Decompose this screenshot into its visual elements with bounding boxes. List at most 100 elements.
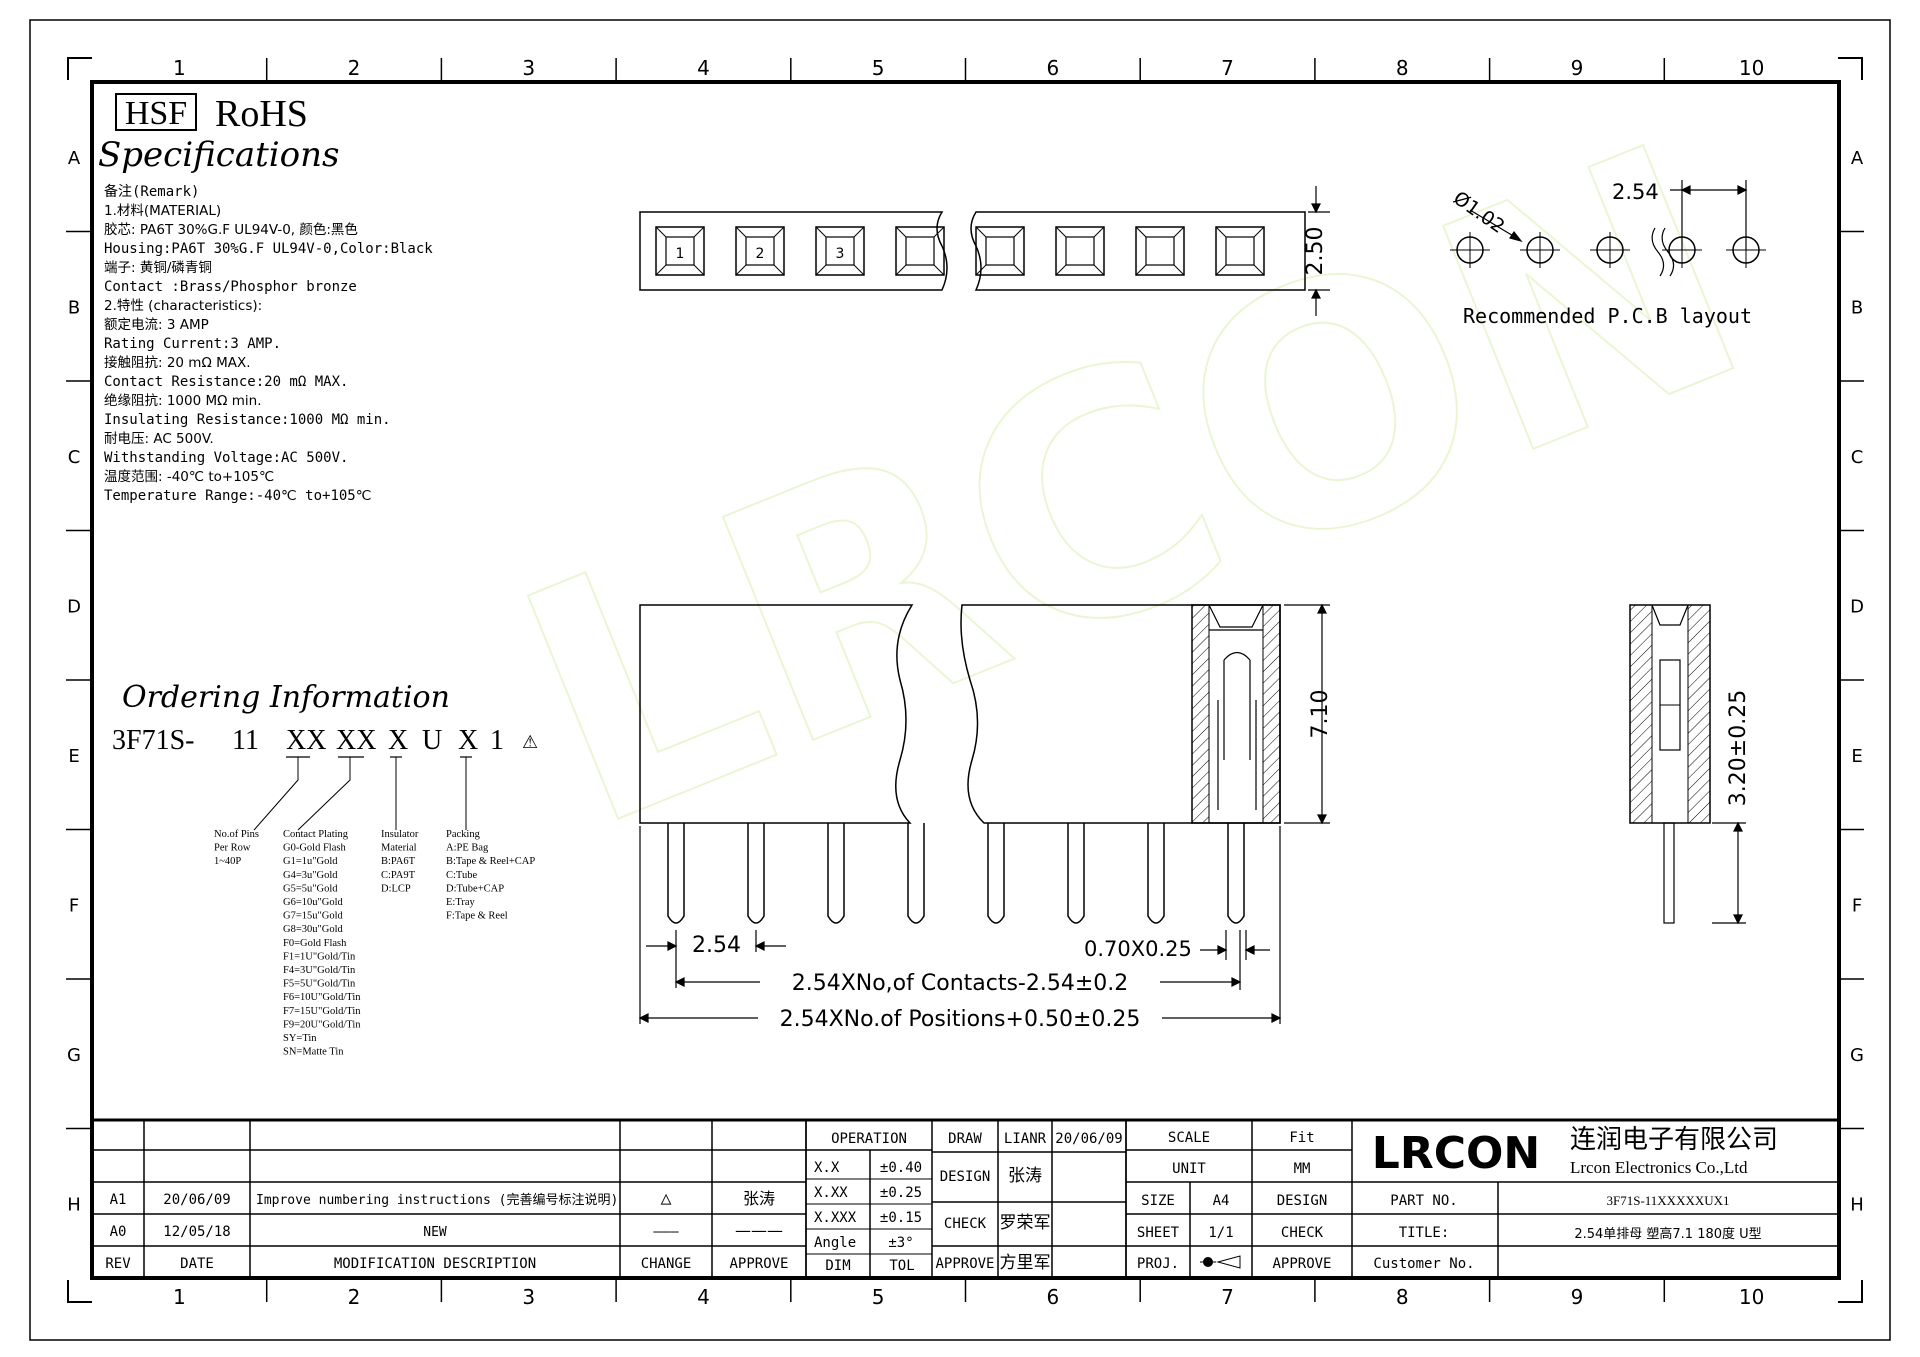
- row-label-right: B: [1851, 297, 1863, 318]
- spec-line: Contact Resistance:20 mΩ MAX.: [104, 374, 348, 390]
- column-label-top: 5: [872, 56, 885, 80]
- spec-line: 温度范围: -40℃ to+105℃: [104, 469, 274, 485]
- watermark-text: LRCON: [475, 73, 1790, 902]
- title-block-text: PROJ.: [1137, 1256, 1179, 1272]
- top-cavity-inner: [1065, 236, 1095, 266]
- order-code-part: X: [458, 725, 478, 756]
- top-cavity: [1215, 226, 1265, 276]
- front-pin: [827, 823, 845, 924]
- title-block-text: DATE: [180, 1256, 214, 1272]
- title-block-text: SCALE: [1168, 1130, 1210, 1146]
- order-option: B:PA6T: [381, 856, 416, 867]
- top-cavity: [895, 226, 945, 276]
- top-cavity-chamfer: [1093, 264, 1105, 276]
- title-block-text: 张涛: [743, 1189, 775, 1208]
- top-cavity-chamfer: [895, 264, 907, 276]
- front-pin: [667, 823, 685, 924]
- column-label-bottom: 3: [522, 1285, 535, 1309]
- front-positions-dim: 2.54XNo.of Positions+0.50±0.25: [780, 1007, 1141, 1032]
- spec-list: 备注(Remark)1.材料(MATERIAL)胶芯: PA6T 30%G.F …: [104, 183, 433, 504]
- order-code-part: 3F71S-: [112, 725, 194, 756]
- title-block-text: REV: [105, 1256, 131, 1272]
- title-block-text: 方里军: [1000, 1253, 1051, 1273]
- row-label-right: F: [1852, 895, 1862, 916]
- order-option: C:Tube: [446, 870, 477, 881]
- top-cavity-chamfer: [853, 226, 865, 238]
- top-cavity-chamfer: [853, 264, 865, 276]
- order-option: D:LCP: [381, 883, 411, 894]
- row-label-right: C: [1851, 447, 1864, 468]
- order-leader: [297, 757, 351, 831]
- top-pin-number: 3: [836, 246, 845, 262]
- row-label-left: B: [68, 297, 80, 318]
- title-block-text: DIM: [825, 1258, 850, 1274]
- top-cavity: [735, 226, 785, 276]
- order-option: G6=10u"Gold: [283, 897, 344, 908]
- title-block-text: 12/05/18: [163, 1224, 230, 1240]
- title-block-text: Lrcon Electronics Co.,Ltd: [1570, 1158, 1748, 1177]
- top-pin-number: 1: [676, 246, 685, 262]
- title-block-text: 张涛: [1008, 1166, 1042, 1186]
- title-block-text: ±3°: [888, 1235, 913, 1251]
- top-cavity-inner: [665, 236, 695, 266]
- order-option: A:PE Bag: [446, 843, 489, 854]
- column-label-bottom: 1: [173, 1285, 186, 1309]
- side-view: 3.20±0.25: [1629, 604, 1751, 925]
- top-cavity-chamfer: [815, 226, 827, 238]
- title-block-text: DRAW: [948, 1131, 982, 1147]
- top-cavity-inner: [1145, 236, 1175, 266]
- top-cavity-chamfer: [1093, 226, 1105, 238]
- order-option: F0=Gold Flash: [283, 938, 347, 949]
- title-block-text: 1/1: [1208, 1225, 1233, 1241]
- column-label-top: 3: [522, 56, 535, 80]
- row-label-left: C: [68, 447, 81, 468]
- watermark: LRCON: [474, 72, 1791, 903]
- column-label-top: 1: [173, 56, 186, 80]
- order-option: Packing: [446, 829, 481, 840]
- spec-line: 额定电流: 3 AMP: [104, 317, 209, 333]
- front-pin: [1227, 823, 1245, 924]
- top-cavity-chamfer: [1135, 264, 1147, 276]
- pcb-pitch: 2.54: [1612, 180, 1659, 204]
- title-block-text: 2.54单排母 塑高7.1 180度 U型: [1574, 1226, 1761, 1242]
- spec-line: 备注(Remark): [104, 183, 199, 200]
- row-label-right: A: [1851, 148, 1864, 169]
- outer-border: [29, 19, 1891, 1341]
- title-block-text: A1: [110, 1192, 127, 1208]
- title-block-text: APPROVE: [729, 1256, 788, 1272]
- column-label-bottom: 9: [1571, 1285, 1584, 1309]
- title-block-text: 20/06/09: [163, 1192, 230, 1208]
- front-pin: [747, 823, 765, 924]
- ordering-title: Ordering Information: [122, 680, 450, 715]
- top-cavity-chamfer: [693, 264, 705, 276]
- title-block-text: SIZE: [1141, 1193, 1175, 1209]
- top-cavity-chamfer: [895, 226, 907, 238]
- title-block-text: TITLE:: [1399, 1225, 1450, 1241]
- top-cavity-chamfer: [655, 264, 667, 276]
- column-label-top: 4: [697, 56, 710, 80]
- top-cavity-chamfer: [773, 264, 785, 276]
- order-option: F1=1U"Gold/Tin: [283, 951, 356, 962]
- title-block-text: CHECK: [1281, 1225, 1324, 1241]
- order-option: G1=1u"Gold: [283, 856, 338, 867]
- column-label-top: 10: [1739, 56, 1764, 80]
- order-option: D:Tube+CAP: [446, 883, 504, 894]
- top-cavity-chamfer: [1013, 226, 1025, 238]
- column-label-bottom: 8: [1396, 1285, 1409, 1309]
- spec-line: Insulating Resistance:1000 MΩ min.: [104, 412, 391, 428]
- title-block-text: ±0.25: [880, 1185, 922, 1201]
- title-block-text: Angle: [814, 1235, 856, 1251]
- column-label-top: 2: [348, 56, 361, 80]
- front-view: 7.10 2.54 0.70X0.25 2.54XNo,of Contacts-…: [638, 603, 1333, 1032]
- title-block-text: NEW: [423, 1225, 447, 1240]
- top-cavity: [1055, 226, 1105, 276]
- order-option: F7=15U"Gold/Tin: [283, 1006, 361, 1017]
- top-cavity-chamfer: [1135, 226, 1147, 238]
- row-label-right: H: [1850, 1194, 1864, 1215]
- order-option: No.of Pins: [214, 829, 259, 840]
